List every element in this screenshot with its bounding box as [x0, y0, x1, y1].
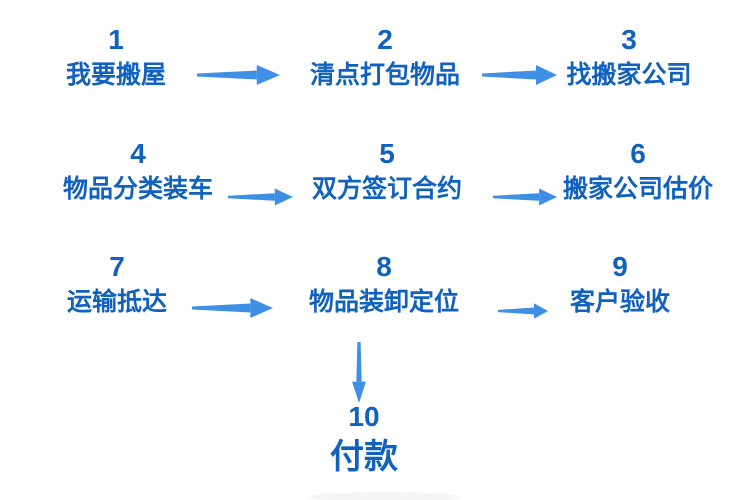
arrow-right-4-to-5-icon [228, 186, 293, 208]
step-4: 4 物品分类装车 [58, 140, 218, 204]
bottom-cutoff-remnant [310, 492, 460, 500]
step-1: 1 我要搬屋 [36, 26, 196, 90]
arrow-right-8-to-9-icon [498, 301, 548, 321]
step-9-number: 9 [612, 251, 628, 282]
step-7-number: 7 [109, 251, 125, 282]
step-4-label: 物品分类装车 [62, 175, 213, 203]
step-10-label: 付款 [330, 438, 398, 476]
step-1-number: 1 [108, 24, 124, 55]
step-5-number: 5 [379, 138, 395, 169]
step-7: 7 运输抵达 [37, 253, 197, 317]
step-8: 8 物品装卸定位 [304, 253, 464, 317]
step-3: 3 找搬家公司 [549, 26, 709, 90]
step-6: 6 搬家公司估价 [560, 140, 716, 204]
step-6-number: 6 [630, 138, 646, 169]
arrow-right-5-to-6-icon [493, 186, 557, 208]
step-2-label: 清点打包物品 [309, 61, 460, 89]
step-9: 9 客户验收 [540, 253, 700, 317]
step-8-label: 物品装卸定位 [308, 288, 459, 316]
step-6-label: 搬家公司估价 [562, 175, 713, 203]
step-3-label: 找搬家公司 [566, 61, 692, 89]
step-2-number: 2 [377, 24, 393, 55]
step-10-number: 10 [348, 401, 380, 432]
step-1-label: 我要搬屋 [65, 61, 166, 89]
arrow-right-7-to-8-icon [192, 295, 273, 321]
step-8-number: 8 [376, 251, 392, 282]
step-5-label: 双方签订合约 [311, 175, 462, 203]
step-9-label: 客户验收 [569, 288, 670, 316]
step-10: 10 付款 [284, 403, 444, 478]
step-7-label: 运输抵达 [66, 288, 167, 316]
step-4-number: 4 [130, 138, 146, 169]
arrow-right-1-to-2-icon [197, 62, 280, 88]
step-2: 2 清点打包物品 [304, 26, 466, 90]
step-3-number: 3 [621, 24, 637, 55]
arrow-down-8-to-10-icon [351, 342, 367, 403]
arrow-right-2-to-3-icon [482, 62, 557, 88]
step-5: 5 双方签订合约 [307, 140, 467, 204]
